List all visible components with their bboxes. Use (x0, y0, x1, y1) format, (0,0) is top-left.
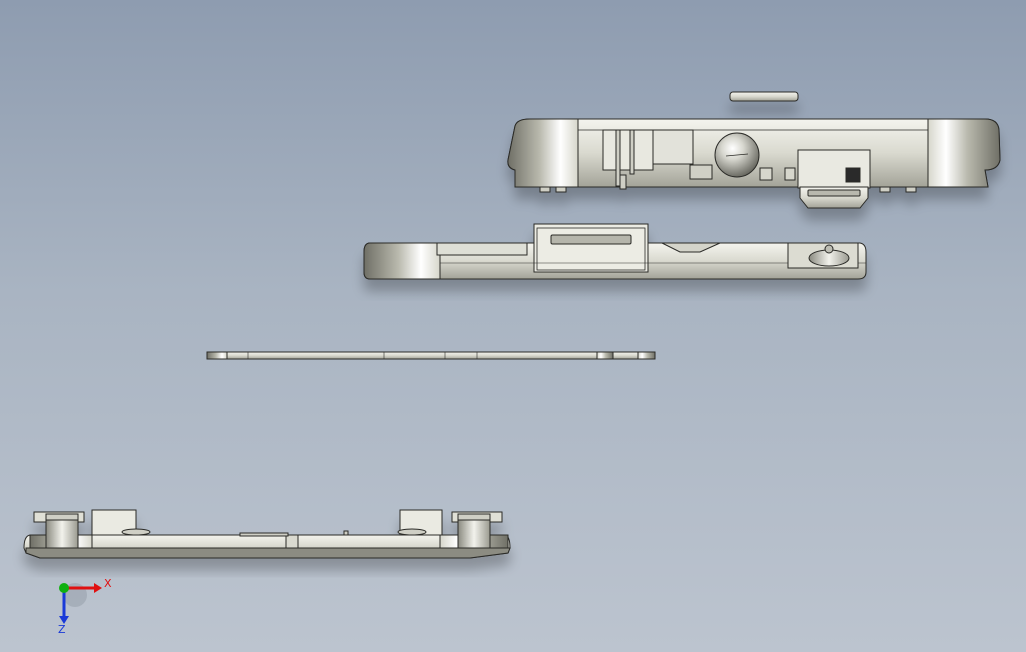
top-shell-part[interactable] (507, 91, 1001, 209)
bottom-left-block (91, 509, 137, 536)
thin-plate-body (206, 351, 656, 360)
card-slot-opening (550, 234, 632, 245)
x-axis-label: X (104, 577, 112, 590)
thin-plate-part[interactable] (206, 351, 656, 360)
top-key-cap[interactable] (729, 91, 799, 102)
y-axis-point (59, 583, 69, 593)
top-shell-left-cap (507, 118, 579, 188)
bottom-base-part[interactable] (23, 509, 511, 559)
z-axis-label: Z (58, 623, 66, 636)
coordinate-triad-icon: X Z (58, 577, 112, 636)
card-slot-housing (533, 223, 649, 273)
top-shell-right-cap (927, 118, 1001, 188)
mid-frame-left-cap (363, 242, 441, 280)
mid-frame-part[interactable] (363, 223, 867, 280)
